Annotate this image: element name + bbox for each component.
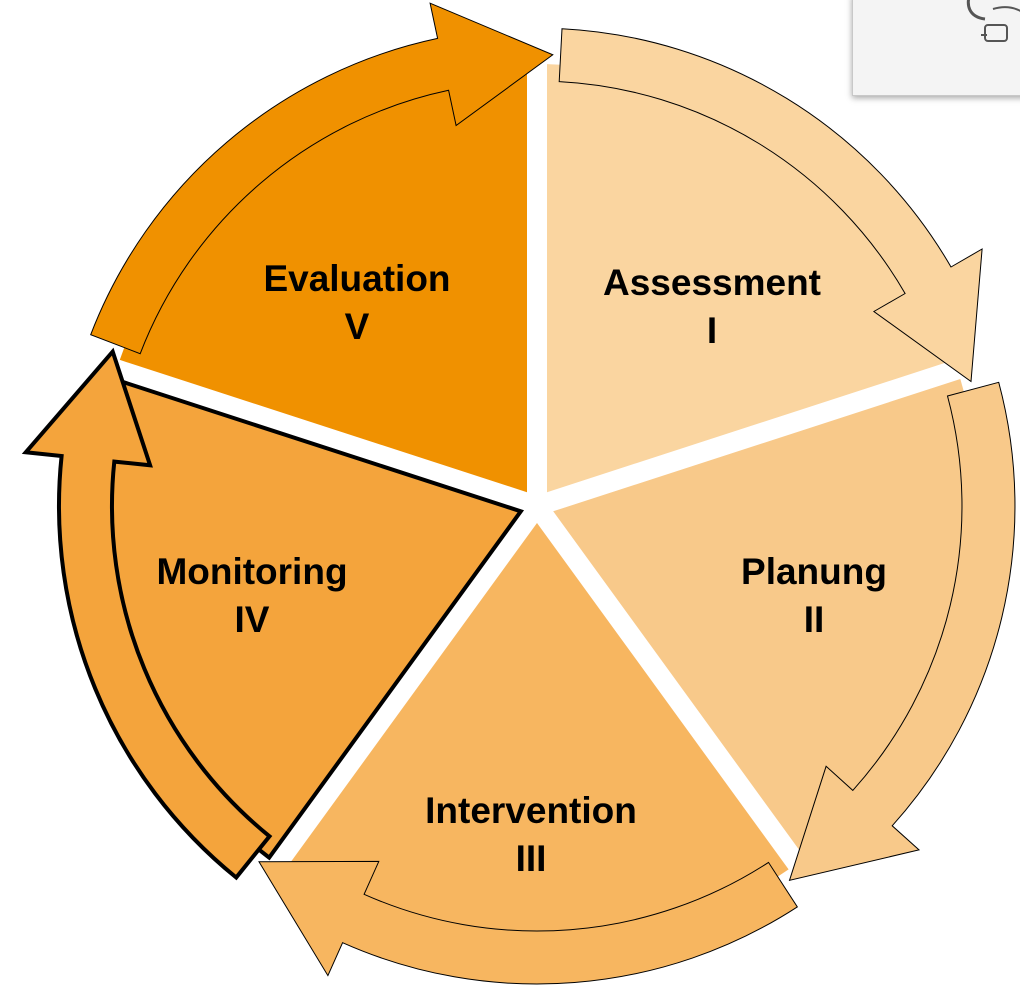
cycle-arrow-evaluation bbox=[90, 2, 554, 355]
segment-title-evaluation: Evaluation bbox=[263, 258, 450, 299]
corner-thumbnail-image bbox=[852, 0, 1020, 96]
cycle-arrow-assessment bbox=[558, 28, 983, 383]
segment-numeral-intervention: III bbox=[516, 838, 547, 879]
segment-wedge-evaluation bbox=[119, 64, 528, 493]
cartoon-figure-icon bbox=[966, 0, 1020, 42]
segment-numeral-evaluation: V bbox=[345, 306, 370, 347]
segment-wedge-planung bbox=[553, 379, 979, 858]
segment-title-intervention: Intervention bbox=[425, 790, 637, 831]
segment-numeral-monitoring: IV bbox=[235, 599, 270, 640]
segment-title-assessment: Assessment bbox=[603, 262, 821, 303]
segment-title-monitoring: Monitoring bbox=[156, 551, 347, 592]
segment-wedge-intervention bbox=[285, 523, 789, 948]
cycle-arrow-intervention bbox=[258, 860, 798, 985]
cycle-arrow-monitoring bbox=[21, 347, 273, 881]
segment-wedge-assessment bbox=[547, 64, 955, 493]
segment-numeral-planung: II bbox=[804, 599, 825, 640]
cycle-arrow-planung bbox=[788, 381, 1016, 881]
segment-numeral-assessment: I bbox=[707, 310, 717, 351]
segment-title-planung: Planung bbox=[741, 551, 887, 592]
